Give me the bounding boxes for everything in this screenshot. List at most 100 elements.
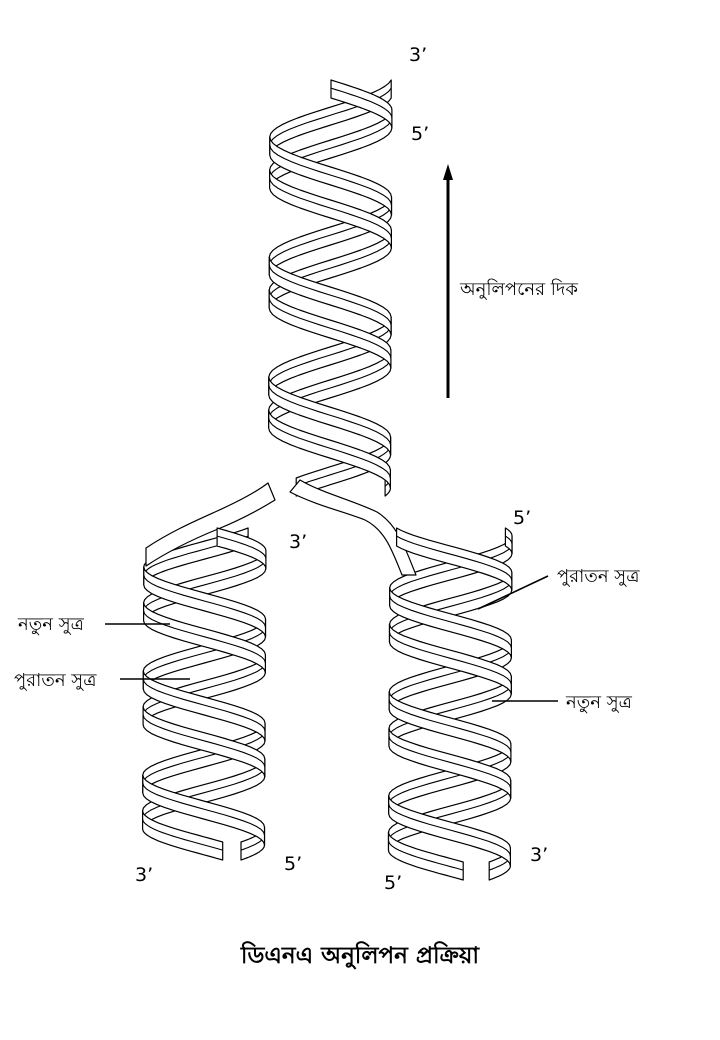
right-helix-ribbon	[388, 623, 512, 695]
label-right-5prime-top: 5’	[513, 507, 532, 529]
left-helix-ribbon-edge	[143, 610, 266, 663]
pointer-right-old-strand	[477, 575, 549, 610]
top-helix-ribbon	[330, 79, 393, 129]
left-helix-ribbon-edge	[142, 782, 266, 836]
unwound-strands	[145, 479, 417, 576]
top-helix-ribbon-edge	[268, 297, 392, 359]
left-helix-ribbon	[143, 566, 267, 638]
arrow-head	[443, 164, 453, 180]
label-left-new-strand: নতুন সুত্র	[18, 614, 84, 635]
left-helix-ribbon-edge	[143, 574, 267, 628]
left-helix-ribbon-edge	[142, 766, 266, 819]
top-helix-ribbon	[268, 256, 392, 336]
top-helix-strand-1-segment	[330, 79, 393, 129]
left-helix-strand-1-segment	[216, 527, 267, 570]
top-helix-strand-1-segment	[269, 169, 392, 249]
left-helix-ribbon-edge	[142, 662, 266, 715]
label-right-new-strand: নতুন সুত্র	[566, 692, 632, 713]
top-helix-ribbon-edge	[330, 87, 393, 119]
left-helix-ribbon	[142, 810, 224, 861]
label-left-old-strand: পুরাতন সুত্র	[14, 670, 97, 691]
left-helix-ribbon-edge	[142, 678, 266, 732]
left-helix-strand-2-segment	[143, 566, 267, 638]
label-top-5prime: 5’	[411, 123, 430, 145]
left-helix-ribbon-edge	[142, 818, 223, 851]
right-helix-ribbon-edge	[388, 580, 513, 633]
left-helix-ribbon	[216, 527, 267, 570]
label-left-3prime-top: 3’	[289, 531, 308, 553]
right-helix-ribbon-edge	[388, 803, 511, 857]
right-helix-ribbon-edge	[505, 535, 513, 545]
top-helix-strand-1-segment	[268, 409, 391, 489]
right-helix-strand-2-segment	[387, 831, 464, 881]
right-helix-ribbon	[388, 691, 512, 763]
left-helix-strand-2-segment	[142, 774, 266, 846]
left-helix-strand-2-segment	[142, 670, 266, 742]
label-top-3prime: 3’	[409, 44, 428, 66]
right-helix-ribbon-edge	[388, 647, 512, 701]
top-helix-ribbon-edge	[268, 384, 392, 446]
top-helix-strand-2-segment	[268, 256, 392, 336]
top-helix-ribbon-edge	[268, 237, 392, 299]
top-helix-ribbon-edge	[268, 417, 391, 479]
right-helix-strand-1-segment	[388, 795, 511, 867]
top-helix-ribbon-edge	[269, 177, 392, 239]
right-helix-strand-2-segment	[388, 623, 512, 695]
left-helix-strand-1-segment	[143, 602, 266, 674]
top-helix-ribbon-edge	[268, 324, 392, 386]
right-helix-ribbon-edge	[388, 684, 512, 737]
right-helix-ribbon-edge	[388, 751, 512, 805]
top-helix-ribbon-edge	[268, 357, 392, 419]
left-helix-ribbon	[142, 774, 266, 846]
left-helix-ribbon-edge	[143, 558, 267, 611]
right-helix-strand-1-segment	[388, 691, 512, 763]
right-helix-ribbon-edge	[388, 632, 512, 685]
right-helix-ribbon	[388, 727, 512, 799]
right-helix-ribbon	[388, 795, 511, 867]
top-helix-strand-2-segment	[269, 136, 393, 216]
right-helix-strand-1-segment	[389, 587, 512, 659]
top-helix-ribbon	[268, 376, 392, 456]
left-helix-ribbon-edge	[142, 714, 266, 767]
right-helix-ribbon	[389, 587, 512, 659]
right-helix-ribbon-edge	[387, 840, 464, 871]
right-helix-strand-2-segment	[388, 727, 512, 799]
label-right-5prime-bottom: 5’	[384, 872, 403, 894]
helix-front-strands	[142, 79, 513, 881]
right-helix-ribbon-edge	[388, 699, 512, 753]
helix-back-strands	[142, 79, 513, 881]
left-helix-ribbon-edge	[142, 626, 267, 680]
right-helix-ribbon-edge	[389, 595, 512, 649]
top-helix-ribbon	[268, 289, 392, 369]
right-helix-ribbon-edge	[396, 535, 513, 581]
top-helix-strand-2-segment	[268, 376, 392, 456]
label-pointers	[105, 575, 558, 702]
right-helix-ribbon	[396, 527, 513, 591]
figure-caption: ডিএনএ অনুলিপন প্রক্রিয়া	[240, 943, 480, 969]
top-helix-ribbon	[268, 409, 391, 489]
left-helix-ribbon	[142, 706, 266, 778]
top-helix-strand-1-segment	[268, 289, 392, 369]
label-left-3prime-bottom: 3’	[135, 864, 154, 886]
right-unwound-strand	[289, 479, 417, 576]
left-helix-strand-1-segment	[142, 810, 224, 861]
left-helix-ribbon	[143, 602, 266, 674]
label-right-old-strand: পুরাতন সুত্র	[557, 566, 640, 587]
top-helix-ribbon-edge	[269, 117, 393, 179]
label-right-3prime-bottom: 3’	[530, 844, 549, 866]
label-left-5prime-bottom: 5’	[284, 853, 303, 875]
left-helix-strand-1-segment	[142, 706, 266, 778]
left-helix-ribbon-edge	[216, 535, 267, 559]
right-helix-strand-2-segment	[396, 527, 513, 591]
right-helix-ribbon	[504, 527, 513, 555]
right-helix-ribbon-edge	[389, 543, 513, 597]
top-helix-ribbon	[269, 169, 392, 249]
replication-direction-arrow	[443, 164, 453, 398]
top-helix-ribbon-edge	[268, 204, 393, 266]
right-helix-ribbon-edge	[388, 736, 512, 789]
left-helix-ribbon-edge	[142, 730, 266, 784]
left-unwound-strand	[145, 482, 276, 567]
top-helix-ribbon	[269, 136, 393, 216]
